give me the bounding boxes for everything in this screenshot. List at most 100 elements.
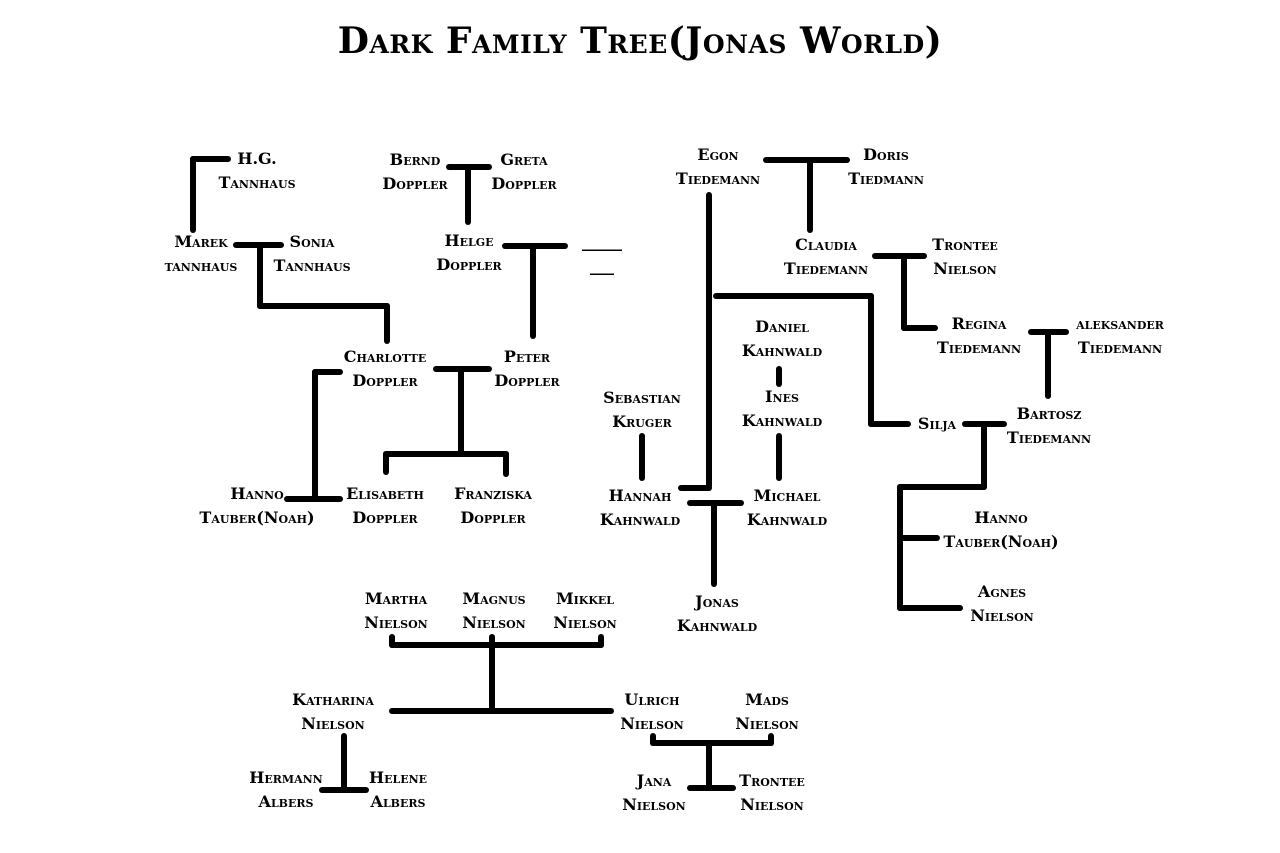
name-line: Tiedemann [1077,338,1163,357]
name-line: Agnes [977,582,1027,601]
name-line: Hannah [608,486,672,505]
name-line: Hermann [249,768,323,787]
name-line: Hanno [974,508,1028,527]
name-line: Albers [258,792,314,811]
name-line: Nielson [620,714,684,733]
person-silja: Silja [918,412,956,436]
name-line: Claudia [795,235,857,254]
name-line: Jonas [695,592,739,611]
name-line: Doppler [460,508,526,527]
page-title: Dark Family Tree(Jonas World) [337,20,943,62]
name-line: Doppler [352,371,418,390]
name-line: _____ [582,232,622,251]
name-line: Magnus [462,589,526,608]
name-line: Doris [863,145,909,164]
name-line: Trontee [739,771,805,790]
name-line: Tiedemann [783,259,869,278]
name-line: ___ [590,256,614,275]
name-line: Doppler [352,508,418,527]
name-line: Nielson [553,613,617,632]
name-line: Elisabeth [346,484,424,503]
name-line: Nielson [364,613,428,632]
name-line: Ines [765,387,799,406]
name-line: Sonia [289,232,335,251]
name-line: H.G. [237,149,277,168]
name-line: Nielson [933,259,997,278]
name-line: Ulrich [624,690,680,709]
name-line: Tannhaus [273,256,351,275]
name-line: Doppler [491,174,557,193]
name-line: Bartosz [1016,404,1082,423]
name-line: Tauber(Noah) [943,532,1059,551]
name-line: Nielson [740,795,804,814]
name-line: Helene [368,768,428,787]
name-line: Doppler [382,174,448,193]
name-line: Doppler [436,255,502,274]
name-line: Martha [364,589,428,608]
name-line: Michael [753,486,821,505]
person-unknown-partner: ________ [582,230,622,278]
name-line: Kahnwald [741,341,823,360]
name-line: Sebastian [603,388,681,407]
name-line: Kruger [612,412,672,431]
name-line: Nielson [970,606,1034,625]
name-line: Tiedemann [1006,428,1092,447]
name-line: Tiedemann [936,338,1022,357]
name-line: Bernd [389,150,441,169]
name-line: Trontee [932,235,998,254]
name-line: Albers [370,792,426,811]
name-line: Tiedemann [675,169,761,188]
name-line: tannhaus [164,256,238,275]
name-line: Kahnwald [746,510,828,529]
name-line: Silja [917,414,957,433]
name-line: Nielson [301,714,365,733]
name-line: Kahnwald [599,510,681,529]
name-line: Tannhaus [218,173,296,192]
name-line: Franziska [454,484,532,503]
name-line: Charlotte [343,347,427,366]
name-line: aleksander [1076,314,1164,333]
name-line: Nielson [622,795,686,814]
name-line: Mikkel [555,589,615,608]
name-line: Daniel [755,317,809,336]
name-line: Kahnwald [741,411,823,430]
name-line: Jana [636,771,672,790]
name-line: Mads [745,690,789,709]
name-line: Peter [503,347,551,366]
